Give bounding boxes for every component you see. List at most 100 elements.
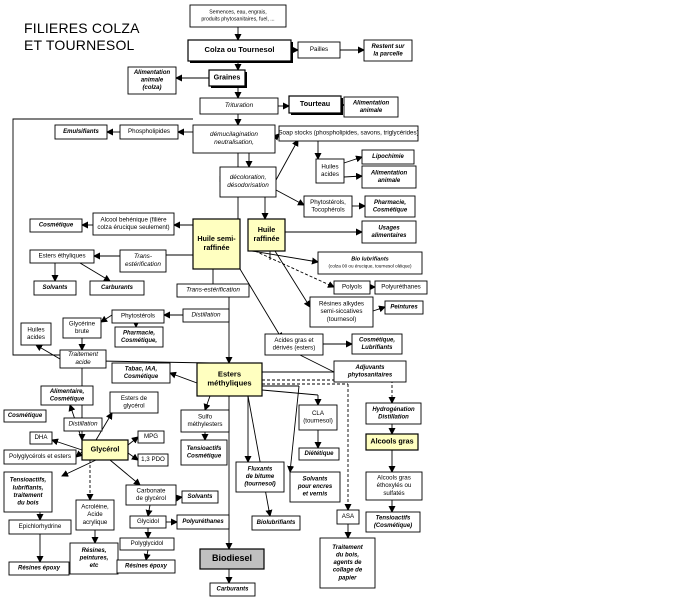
title-line-2: ET TOURNESOL: [24, 37, 135, 53]
node-label: Alimentation: [370, 170, 408, 176]
node-inputs: Semences, eau, engrais,produits phytosan…: [189, 4, 287, 28]
node-tourteau: Tourteau: [288, 95, 343, 115]
node-label: animale: [141, 78, 164, 84]
node-label: Tocophérols: [311, 207, 344, 214]
node-label: traitement: [13, 493, 43, 499]
node-label: agents de: [333, 560, 362, 566]
node-label: Cosmétique: [187, 453, 222, 459]
node-box: [264, 333, 324, 356]
node-label: alimentaires: [371, 233, 407, 239]
node-label: etc: [90, 563, 99, 569]
node-box: [298, 447, 340, 461]
node-box: [297, 41, 341, 59]
node-label: Alimentaire,: [49, 389, 85, 395]
node-solvants1: Solvants: [33, 280, 77, 296]
node-label: ASA: [342, 513, 355, 520]
node-box: [127, 66, 177, 95]
connector: [79, 262, 111, 282]
node-box: [137, 453, 169, 467]
node-resines1: Résines,peintures,etc: [69, 542, 119, 575]
node-box: [384, 300, 424, 315]
node-dha: DHA: [29, 431, 53, 445]
node-box: [180, 439, 228, 466]
connector: [145, 504, 153, 517]
node-label: lubrifiants,: [13, 485, 44, 491]
node-label: raffinée: [254, 234, 280, 243]
node-label: méthyliques: [207, 379, 251, 388]
node-alim-cosm: Alimentaire,Cosmétique: [40, 385, 94, 406]
node-huile-semi: Huile semi-raffinée: [192, 218, 241, 270]
node-glycidol: Glycidol: [129, 515, 167, 529]
connector: [274, 250, 311, 308]
node-label: Cosmétique: [50, 396, 85, 402]
node-box: [196, 362, 263, 397]
connector: [239, 268, 283, 340]
node-box: [199, 548, 265, 570]
node-label: (colza): [142, 85, 161, 91]
node-polyglycidol: Polyglycidol: [119, 537, 175, 551]
node-label: (tournesol): [244, 482, 275, 488]
node-polyols: Polyols: [333, 280, 371, 295]
node-box: [251, 515, 301, 531]
connector: [247, 395, 273, 517]
node-label: acides: [27, 334, 45, 341]
node-label: Alcools gras: [370, 437, 413, 446]
node-label: (tournesol): [327, 316, 357, 323]
node-asa: ASA: [336, 509, 360, 525]
connector: [372, 305, 386, 313]
node-label: et vernis: [303, 492, 328, 498]
node-label: neutralisation,: [214, 139, 254, 146]
node-box: [317, 251, 423, 275]
node-label: décoloration,: [230, 174, 267, 181]
node-label: Usages: [378, 225, 400, 231]
node-box: [180, 409, 230, 433]
node-box: [40, 385, 94, 406]
node-box: [192, 218, 241, 270]
node-label: Huile: [258, 225, 276, 234]
node-label: Distillation: [378, 414, 409, 420]
node-dietetique: Diététique: [298, 447, 340, 461]
node-box: [3, 471, 53, 513]
node-box: [336, 509, 360, 525]
node-label: raffinée: [204, 243, 230, 252]
node-box: [119, 537, 175, 551]
node-label: Traitement: [68, 351, 98, 358]
node-label: estérification: [125, 261, 161, 268]
node-glycerol: Glycérol: [81, 439, 129, 461]
node-label: Huiles: [321, 163, 338, 170]
connector: [254, 250, 335, 288]
node-label: Alimentation: [133, 70, 171, 76]
node-label: Acroléine,: [81, 503, 109, 510]
node-label: Polyuréthanes: [381, 284, 421, 291]
node-label: du bois,: [336, 553, 359, 559]
node-label: Cosmétique: [124, 374, 159, 380]
node-box: [29, 431, 53, 445]
node-box: [182, 308, 230, 323]
node-label: Epichlorhydrine: [19, 523, 62, 530]
connector: [127, 436, 139, 446]
node-label: Acide: [87, 511, 103, 518]
node-box: [181, 490, 219, 504]
node-soap: Soap stocks (phospholipides, savons, tri…: [278, 125, 419, 142]
node-box: [29, 249, 95, 264]
node-label: Tensioactifs: [376, 515, 411, 521]
node-esters-eth: Esters éthyliques: [29, 249, 95, 264]
node-label: Pailles: [310, 46, 328, 53]
connector: [272, 133, 280, 141]
node-box: [111, 362, 171, 384]
node-label: Biolubrifiants: [257, 520, 296, 526]
node-box: [29, 218, 83, 233]
node-mpg: MPG: [137, 430, 165, 444]
node-box: [187, 39, 292, 62]
node-label: 1,3 PDO: [141, 456, 165, 463]
node-label: Restent sur: [371, 44, 405, 50]
node-pharma1: Pharmacie,Cosmétique: [364, 195, 416, 218]
node-box: [111, 309, 165, 324]
node-label: Pharmacie,: [374, 200, 406, 206]
node-box: [62, 317, 102, 339]
node-pdo: 1,3 PDO: [137, 453, 169, 467]
